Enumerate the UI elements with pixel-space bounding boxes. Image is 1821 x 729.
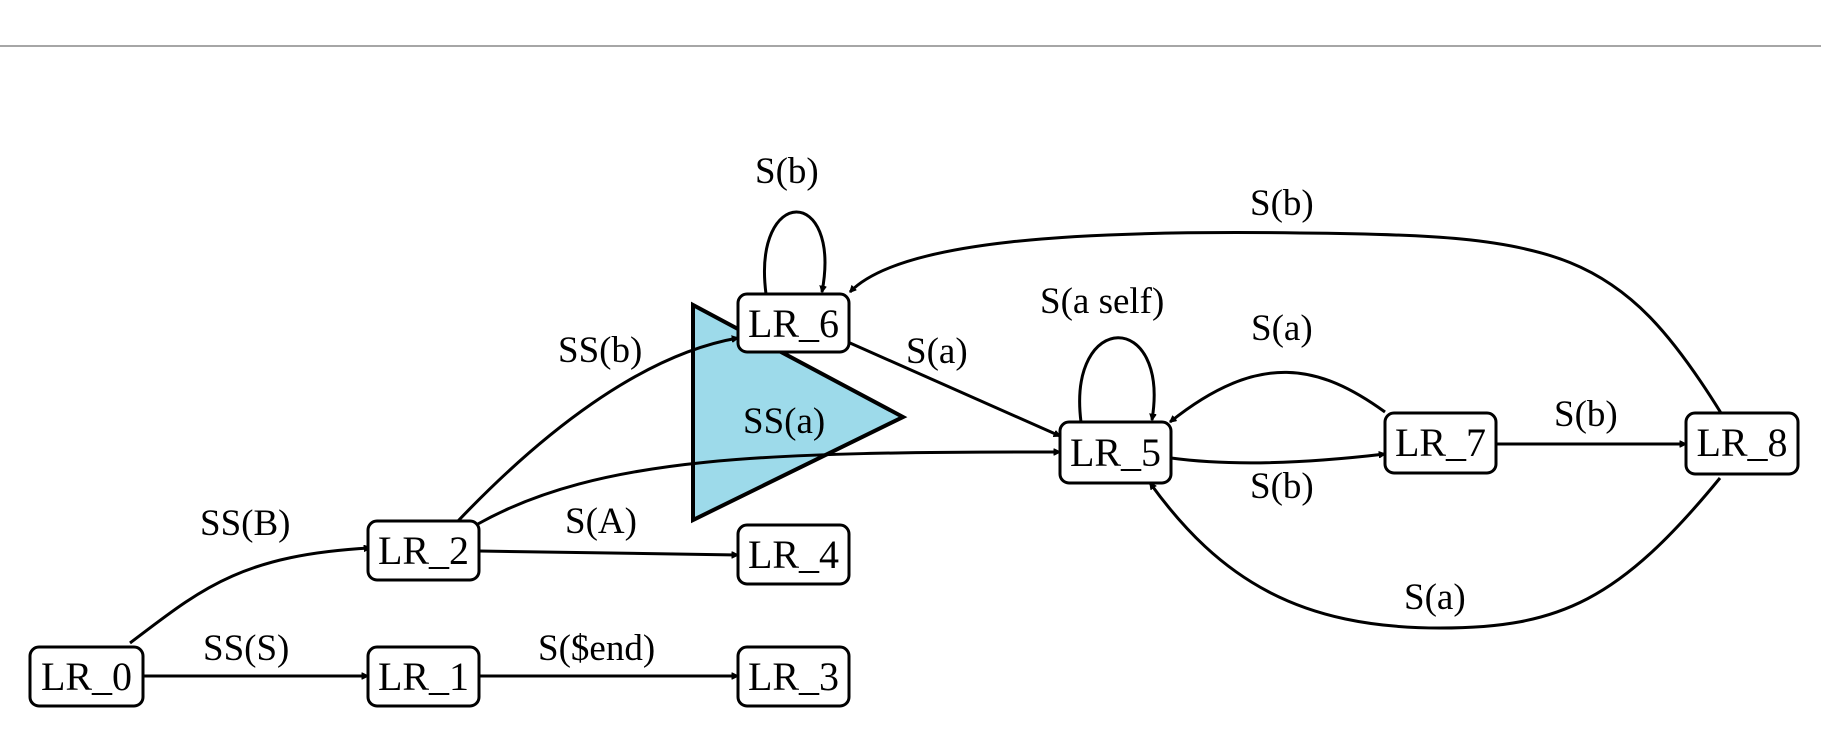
- node-label: LR_0: [41, 654, 132, 699]
- highlight-triangle: [691, 301, 908, 524]
- node-label: LR_7: [1395, 420, 1486, 465]
- nodes: LR_0 LR_1 LR_2 LR_3 LR_4 LR_5 LR_6 LR_7: [28, 292, 1800, 708]
- node-lr-3[interactable]: LR_3: [736, 645, 851, 708]
- edge-lr2-lr6: SS(b): [456, 330, 738, 523]
- edge-label: S(a): [906, 331, 968, 372]
- node-lr-0[interactable]: LR_0: [28, 645, 145, 708]
- edges: SS(B) SS(S) S($end) SS(b) SS(a) S(A) S(b…: [129, 151, 1723, 676]
- edge-lr5-lr5-loop: S(a self): [1040, 281, 1164, 423]
- node-label: LR_8: [1696, 420, 1787, 465]
- edge-label: S(a self): [1040, 281, 1164, 322]
- edge-label: SS(S): [203, 628, 289, 669]
- edge-label: SS(B): [200, 503, 290, 544]
- edge-lr7-lr8: S(b): [1496, 394, 1686, 444]
- node-lr-1[interactable]: LR_1: [366, 645, 481, 708]
- edge-lr0-lr1: SS(S): [143, 628, 368, 676]
- edge-lr6-lr5: S(a): [849, 331, 1060, 438]
- node-label: LR_4: [748, 532, 839, 577]
- node-lr-2[interactable]: LR_2: [366, 519, 481, 582]
- edge-lr6-lr6-loop: S(b): [755, 151, 825, 295]
- edge-label: S(A): [565, 501, 637, 542]
- node-label: LR_2: [378, 528, 469, 573]
- edge-label: SS(a): [743, 401, 825, 442]
- edge-lr7-lr5: S(a): [1170, 308, 1386, 424]
- node-label: LR_5: [1070, 430, 1161, 475]
- edge-lr8-lr5: S(a): [1148, 477, 1722, 630]
- node-lr-5[interactable]: LR_5: [1058, 420, 1173, 485]
- edge-lr2-lr4: S(A): [478, 501, 738, 555]
- node-lr-8[interactable]: LR_8: [1684, 411, 1800, 476]
- edge-label: S(b): [755, 151, 819, 192]
- node-label: LR_6: [748, 301, 839, 346]
- edge-label: S(b): [1250, 183, 1314, 224]
- node-label: LR_3: [748, 654, 839, 699]
- edge-lr1-lr3: S($end): [479, 628, 738, 676]
- node-label: LR_1: [378, 654, 469, 699]
- edge-label: S($end): [538, 628, 655, 669]
- edge-lr0-lr2: SS(B): [129, 503, 370, 645]
- edge-label: S(a): [1404, 577, 1466, 618]
- edge-lr5-lr7: S(b): [1170, 454, 1385, 507]
- edge-label: S(b): [1554, 394, 1618, 435]
- node-lr-4[interactable]: LR_4: [736, 523, 851, 586]
- edge-label: SS(b): [558, 330, 642, 371]
- edge-lr2-lr5: SS(a): [475, 401, 1060, 527]
- edge-lr8-lr6: S(b): [848, 183, 1723, 414]
- edge-label: S(b): [1250, 466, 1314, 507]
- node-lr-6[interactable]: LR_6: [736, 292, 851, 354]
- node-lr-7[interactable]: LR_7: [1383, 411, 1498, 475]
- edge-label: S(a): [1251, 308, 1313, 349]
